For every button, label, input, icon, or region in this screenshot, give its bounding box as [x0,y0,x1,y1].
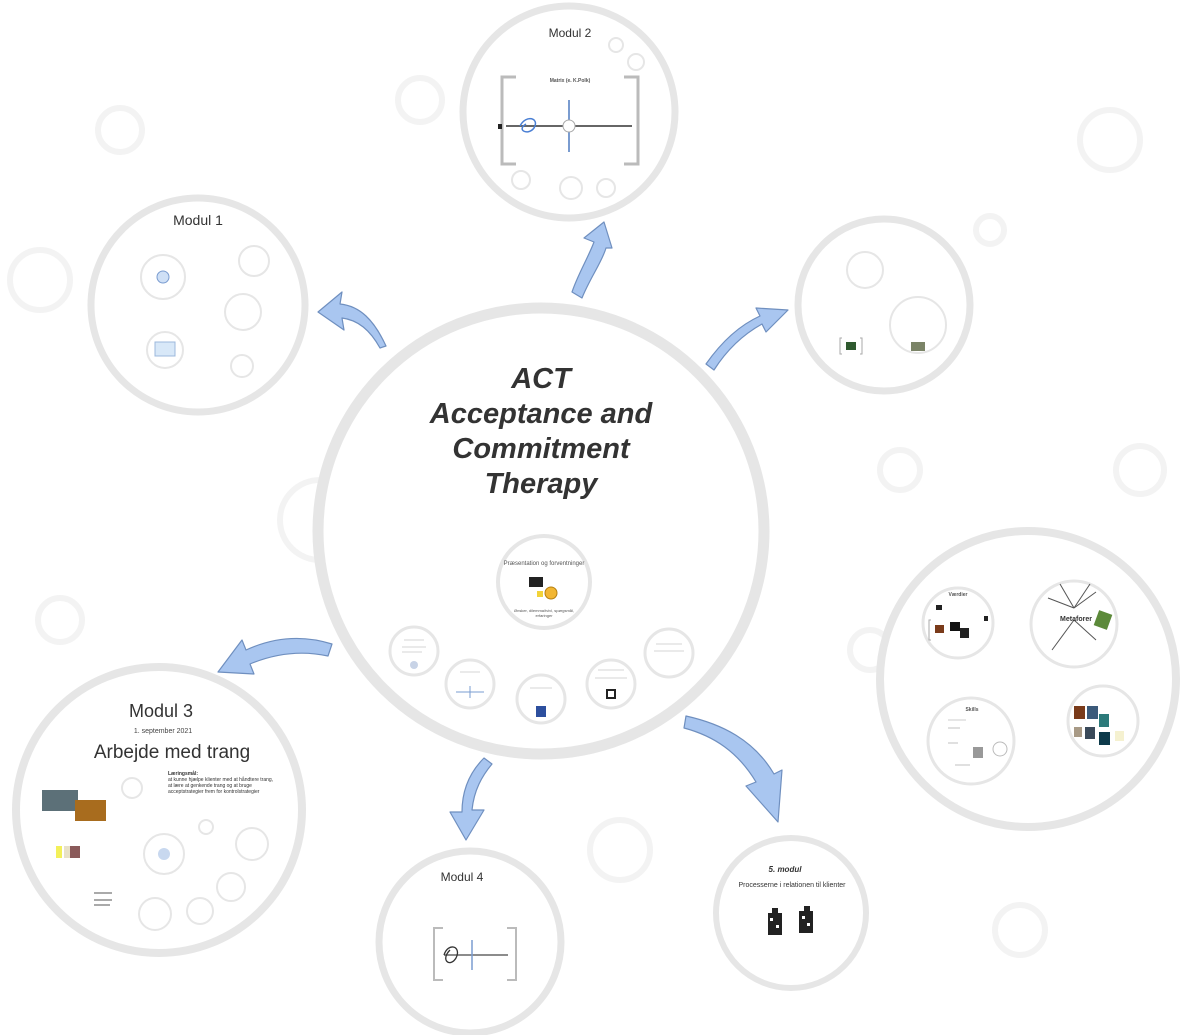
inner-circle-3[interactable] [515,673,567,725]
modul-5-content [768,906,813,935]
main-inner-circles [388,625,695,725]
metaforer-details [928,583,1124,766]
inner-circle-content [402,639,684,717]
modul-3-content [42,777,269,931]
inner-circle-4[interactable] [585,658,637,710]
matrix-title: Matrix (e. K.Polk) [549,78,591,84]
modul-5-circle[interactable] [713,835,869,991]
modul-5-title[interactable]: 5. modul [768,865,802,874]
expectation-icon [529,577,543,587]
main-title[interactable]: ACT Acceptance and Commitment Therapy [400,362,682,502]
modul-1-title[interactable]: Modul 1 [173,212,223,228]
smiley-icon [544,586,558,600]
metaphor-circle [1029,579,1119,669]
center-circle-label: Præsentation og forventninger [503,561,585,567]
modul-3-goal-label: Læringsmål: [168,771,199,777]
matrix-diagram [498,37,645,200]
modul-4-title[interactable]: Modul 4 [440,870,484,884]
main-title-line-1: ACT [511,363,571,395]
modul-3-date: 1. september 2021 [133,728,193,735]
main-title-line-2: Acceptance and [429,398,653,430]
modul-1-circle[interactable] [87,194,309,416]
arrows [217,221,789,841]
arrow-to-modul-5 [683,715,783,823]
photo-thumb-1 [42,790,78,811]
modul-3-title[interactable]: Modul 3 [128,701,194,721]
modul-4-circle[interactable] [375,847,565,1035]
modul-1-content [140,245,270,378]
arrow-to-right-top [705,307,789,371]
modul-2-title[interactable]: Modul 2 [548,26,592,40]
inner-circle-2[interactable] [444,658,496,710]
skills-circle [926,696,1016,786]
inner-circle-1[interactable] [388,625,440,677]
skills-label: Skills [965,707,979,713]
arrow-to-modul-2 [571,221,613,299]
note-icon [537,591,543,597]
modul-4-content [433,927,517,981]
modul-3-goal-text: at kunne hjælpe klienter med at håndtere… [168,777,274,795]
main-title-line-4: Therapy [484,468,598,500]
metaforer-circle[interactable] [876,527,1180,831]
presentation-circle[interactable] [496,534,592,630]
inner-circle-5[interactable] [643,627,695,679]
main-title-line-3: Commitment [452,433,630,465]
modul-3-heading: Arbejde med trang [93,742,251,763]
hexaflex-icon [156,270,170,284]
module-right-top-circle[interactable] [794,215,974,395]
metaforer-title[interactable]: Metaforer [1060,616,1092,623]
values-label: Værdier [948,592,968,598]
photo-thumb-2 [75,800,106,821]
arrow-to-modul-3 [217,637,333,675]
modul-5-subtitle: Processerne i relationen til klienter [738,882,846,889]
image-thumb [154,341,176,357]
arrow-to-modul-4 [449,757,493,841]
center-circle-caption: Ønsker, dilemma/tvivl, spørgsmål, erfari… [514,608,575,618]
module-right-top-content [839,251,947,355]
arrow-to-modul-1 [317,291,387,349]
